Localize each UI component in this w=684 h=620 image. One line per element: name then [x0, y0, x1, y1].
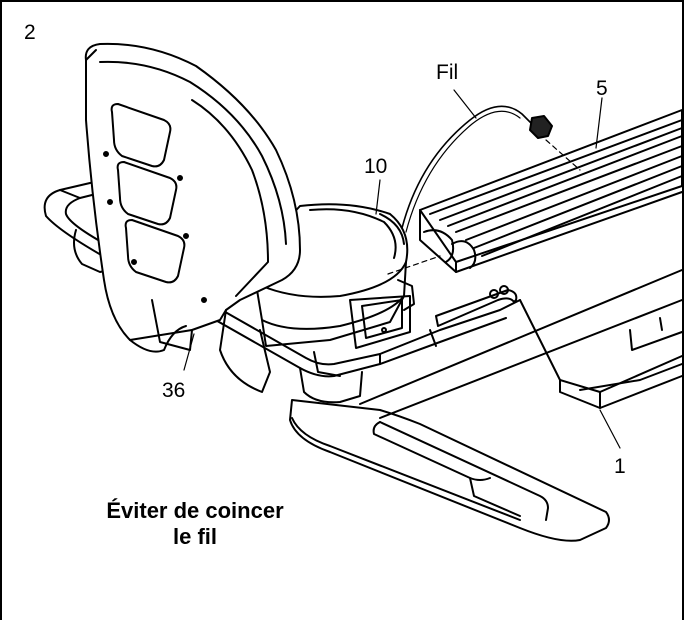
wire [401, 105, 553, 233]
rail [419, 109, 683, 273]
warning-line-1: Éviter de coincer [106, 498, 284, 523]
warning-note: Éviter de coincer le fil [60, 498, 330, 550]
label-part-36: 36 [162, 379, 186, 402]
label-part-10: 10 [364, 155, 388, 178]
label-part-5: 5 [596, 77, 608, 100]
label-part-1: 1 [614, 455, 626, 478]
backrest [84, 42, 301, 393]
warning-line-2: le fil [172, 524, 217, 549]
leader-lines [183, 89, 621, 449]
step-number: 2 [24, 21, 36, 44]
label-wire: Fil [436, 61, 459, 84]
handle-frame [43, 175, 521, 404]
alignment-lines [387, 139, 581, 275]
base-frame [289, 269, 683, 542]
